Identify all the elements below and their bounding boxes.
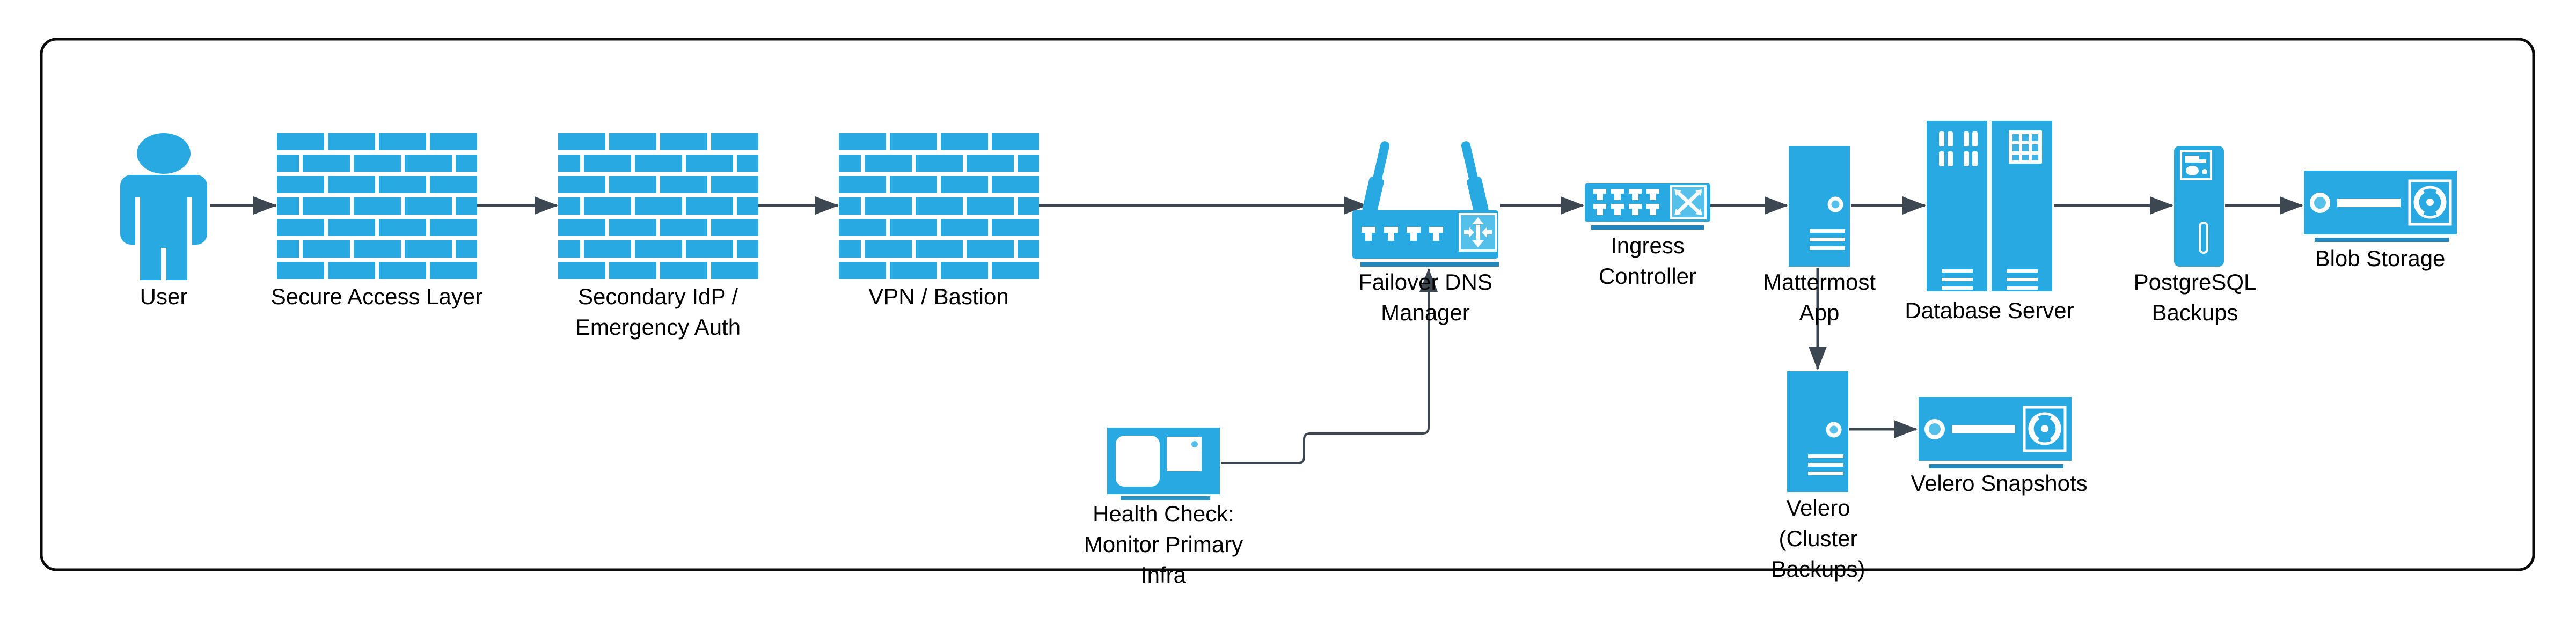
node-label-health-check: Health Check: Monitor Primary Infra xyxy=(1084,501,1243,587)
storage-device-icon[interactable] xyxy=(1919,397,2072,468)
node-label-secondary-idp: Secondary IdP / Emergency Auth xyxy=(575,284,741,340)
node-label-ingress-controller: Ingress Controller xyxy=(1598,233,1697,289)
rack-servers-icon[interactable] xyxy=(1927,121,2052,291)
node-label-database-server: Database Server xyxy=(1905,298,2074,323)
route-cross-glyph xyxy=(1464,217,1492,247)
network-switch-icon[interactable] xyxy=(1585,183,1710,230)
crossover-glyph xyxy=(1677,192,1700,213)
node-label-user: User xyxy=(140,284,188,309)
wireless-router-icon[interactable] xyxy=(1352,139,1499,267)
person-icon[interactable] xyxy=(120,133,207,280)
firewall-icon[interactable] xyxy=(839,133,1039,279)
node-label-blob-storage: Blob Storage xyxy=(2315,246,2446,271)
backup-server-icon[interactable] xyxy=(2174,146,2224,267)
node-label-velero: Velero (Cluster Backups) xyxy=(1771,495,1865,582)
node-label-mattermost-app: Mattermost App xyxy=(1762,269,1876,325)
edges-layer xyxy=(210,196,2303,464)
node-label-velero-snapshots: Velero Snapshots xyxy=(1911,471,2088,496)
node-label-failover-dns: Failover DNS Manager xyxy=(1358,269,1492,325)
grid-glyph xyxy=(2012,134,2038,160)
firewall-icon[interactable] xyxy=(558,133,758,279)
edge-health-check-failover-dns xyxy=(1221,268,1438,464)
node-label-postgresql-backups: PostgreSQL Backups xyxy=(2133,269,2257,325)
server-tower-icon[interactable] xyxy=(1787,371,1848,492)
crossover-arrowheads xyxy=(1674,189,1702,215)
monitor-icon[interactable] xyxy=(1107,428,1220,500)
server-tower-icon[interactable] xyxy=(1789,146,1850,267)
firewall-icon[interactable] xyxy=(277,133,477,279)
storage-device-icon[interactable] xyxy=(2304,171,2457,242)
diagram-frame xyxy=(40,38,2535,571)
node-label-secure-access: Secure Access Layer xyxy=(270,284,483,309)
node-label-vpn-bastion: VPN / Bastion xyxy=(868,284,1009,309)
